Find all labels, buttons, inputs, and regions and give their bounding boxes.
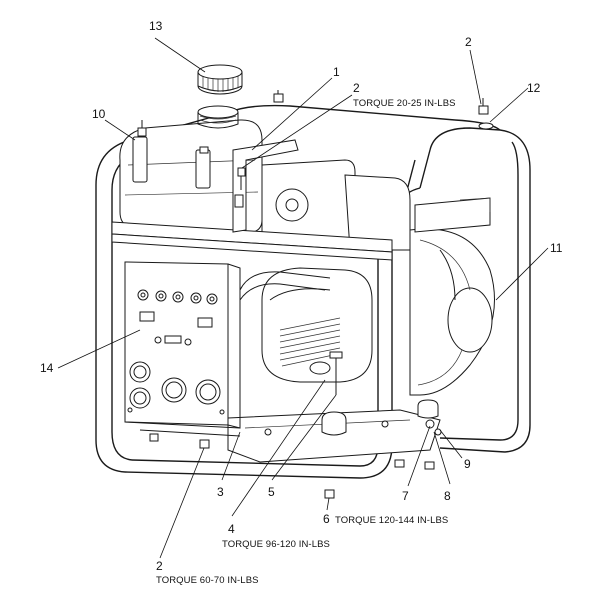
leader-lines <box>57 37 549 559</box>
engine <box>111 159 495 463</box>
bolts <box>137 90 494 499</box>
torque-engine-mount: TORQUE 96-120 IN-LBS <box>222 539 330 550</box>
callout-5: 5 <box>268 485 275 499</box>
callout-2-top: 2 <box>465 35 472 49</box>
callout-3: 3 <box>217 485 224 499</box>
torque-frame-bolt: TORQUE 120-144 IN-LBS <box>335 515 448 526</box>
callout-9: 9 <box>464 457 471 471</box>
callout-6: 6 <box>323 512 330 526</box>
callout-2-center: 2 <box>353 81 360 95</box>
callout-12: 12 <box>527 81 541 95</box>
callout-8: 8 <box>444 489 451 503</box>
callout-14: 14 <box>40 361 54 375</box>
callout-13: 13 <box>149 19 163 33</box>
callout-10: 10 <box>92 107 106 121</box>
callout-labels: 13 1 2 2 12 10 11 14 3 5 4 6 7 8 9 2 <box>40 19 563 573</box>
callout-4: 4 <box>228 522 235 536</box>
torque-panel-bolt: TORQUE 60-70 IN-LBS <box>156 575 259 586</box>
callout-7: 7 <box>402 489 409 503</box>
torque-labels: TORQUE 20-25 IN-LBS TORQUE 120-144 IN-LB… <box>156 98 456 586</box>
fuel-cap <box>197 64 243 95</box>
callout-1: 1 <box>333 65 340 79</box>
torque-bracket-bolt: TORQUE 20-25 IN-LBS <box>353 98 456 109</box>
breaker-row <box>137 289 218 305</box>
fuel-tank <box>119 105 263 234</box>
outlets <box>129 361 221 409</box>
callout-2-bottom: 2 <box>156 559 163 573</box>
callout-11: 11 <box>550 241 563 255</box>
control-panel <box>124 261 241 437</box>
bracket <box>232 139 299 233</box>
